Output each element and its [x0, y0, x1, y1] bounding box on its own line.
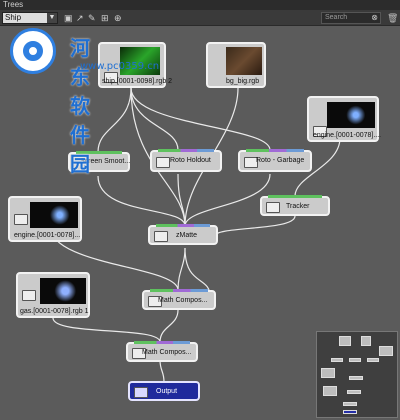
node-zmatte[interactable]: zMatte [148, 224, 218, 245]
trash-icon[interactable]: 🗑 [387, 13, 399, 23]
watermark-text: 河东软件园 [70, 36, 90, 176]
clip-icon [14, 214, 28, 225]
toolbar: Ship ▼ ▣ ↗ ✎ ⊞ ⊕ Search ⊗ 🗑 [0, 10, 400, 26]
matte-icon [154, 231, 168, 242]
node-input-strip [134, 341, 190, 344]
node-engine-1-label: engine.[0001-0078].... [313, 132, 382, 139]
ship-thumbnail [120, 47, 160, 75]
tool-icon[interactable]: ✎ [88, 13, 96, 23]
tracker-icon [266, 202, 280, 213]
minimap-node [347, 390, 361, 394]
node-roto-garbage[interactable]: Roto - Garbage [238, 149, 312, 172]
node-math-composite-2[interactable]: Math Compos... [126, 341, 198, 362]
minimap-node [343, 402, 357, 406]
roto-icon [156, 157, 170, 168]
node-screen-smooth[interactable]: Screen Smoot... [68, 151, 131, 172]
grid-icon[interactable]: ⊞ [101, 13, 109, 23]
node-math-composite-1[interactable]: Math Compos... [142, 289, 216, 310]
minimap-node [339, 336, 351, 346]
minimap-node [343, 410, 357, 414]
node-engine-1[interactable]: engine.[0001-0078].... [307, 96, 382, 142]
node-output-label: Output [156, 388, 178, 395]
clip-icon [22, 290, 36, 301]
gas-thumbnail [40, 278, 86, 304]
watermark-logo-icon [10, 28, 56, 74]
minimap-node [331, 358, 343, 362]
node-input-strip [268, 195, 322, 198]
minimap-node [349, 358, 361, 362]
minimap-node [361, 336, 371, 346]
node-input-strip [150, 289, 208, 292]
window-title: Trees [0, 0, 400, 10]
node-zmatte-label: zMatte [176, 232, 198, 239]
search-input[interactable]: Search ⊗ [321, 12, 381, 24]
node-gas-label: gas.[0001-0078].rgb 1 [20, 308, 89, 315]
node-roto-garbage-label: Roto - Garbage [256, 157, 305, 164]
node-input-strip [246, 149, 304, 152]
clear-search-icon[interactable]: ⊗ [371, 13, 378, 22]
node-input-strip [156, 224, 210, 227]
bg-thumbnail [226, 47, 262, 75]
composite-icon [132, 348, 146, 359]
navigator-minimap[interactable] [316, 331, 398, 418]
node-roto-holdout-label: Roto Holdout [170, 157, 211, 164]
node-gas[interactable]: gas.[0001-0078].rgb 1 [16, 272, 90, 318]
minimap-node [367, 358, 379, 362]
node-bg[interactable]: bg_big.rgb [206, 42, 266, 88]
search-placeholder: Search [325, 14, 348, 21]
node-engine-2[interactable]: engine.[0001-0078]... [8, 196, 82, 242]
node-tracker[interactable]: Tracker [260, 195, 330, 216]
node-bg-label: bg_big.rgb [226, 78, 260, 85]
view-icon[interactable]: ▣ [64, 13, 73, 23]
node-math-composite-1-label: Math Compos... [158, 297, 208, 304]
clip-icon [313, 126, 327, 137]
node-output[interactable]: Output [128, 381, 200, 401]
node-ship[interactable]: ship.[0001-0098].rgb 2 [98, 42, 172, 88]
node-tracker-label: Tracker [286, 203, 310, 210]
node-input-strip [158, 149, 214, 152]
node-ship-label: ship.[0001-0098].rgb 2 [102, 78, 173, 85]
node-math-composite-2-label: Math Compos... [142, 349, 192, 356]
roto-icon [244, 157, 258, 168]
tree-select[interactable]: Ship ▼ [2, 12, 58, 24]
minimap-node [379, 346, 393, 356]
minimap-node [349, 376, 363, 380]
engine-thumbnail [327, 102, 375, 128]
node-wires [49, 87, 341, 383]
engine-thumbnail [30, 202, 78, 228]
minimap-node [321, 368, 335, 378]
minimap-node [323, 386, 337, 396]
node-input-strip [76, 151, 122, 154]
output-icon [134, 387, 148, 398]
node-graph-canvas[interactable]: ship.[0001-0098].rgb 2 bg_big.rgb engine… [0, 26, 400, 420]
tree-select-value: Ship [5, 13, 22, 22]
watermark-url: www.pc0359.cn [80, 61, 160, 72]
clip-icon [104, 72, 118, 83]
node-screen-smooth-label: Screen Smoot... [80, 158, 131, 165]
arrow-icon[interactable]: ↗ [76, 13, 84, 23]
node-roto-holdout[interactable]: Roto Holdout [150, 149, 222, 172]
node-engine-2-label: engine.[0001-0078]... [14, 232, 81, 239]
link-icon[interactable]: ⊕ [114, 13, 122, 23]
chevron-down-icon[interactable]: ▼ [47, 13, 57, 23]
composite-icon [148, 296, 162, 307]
